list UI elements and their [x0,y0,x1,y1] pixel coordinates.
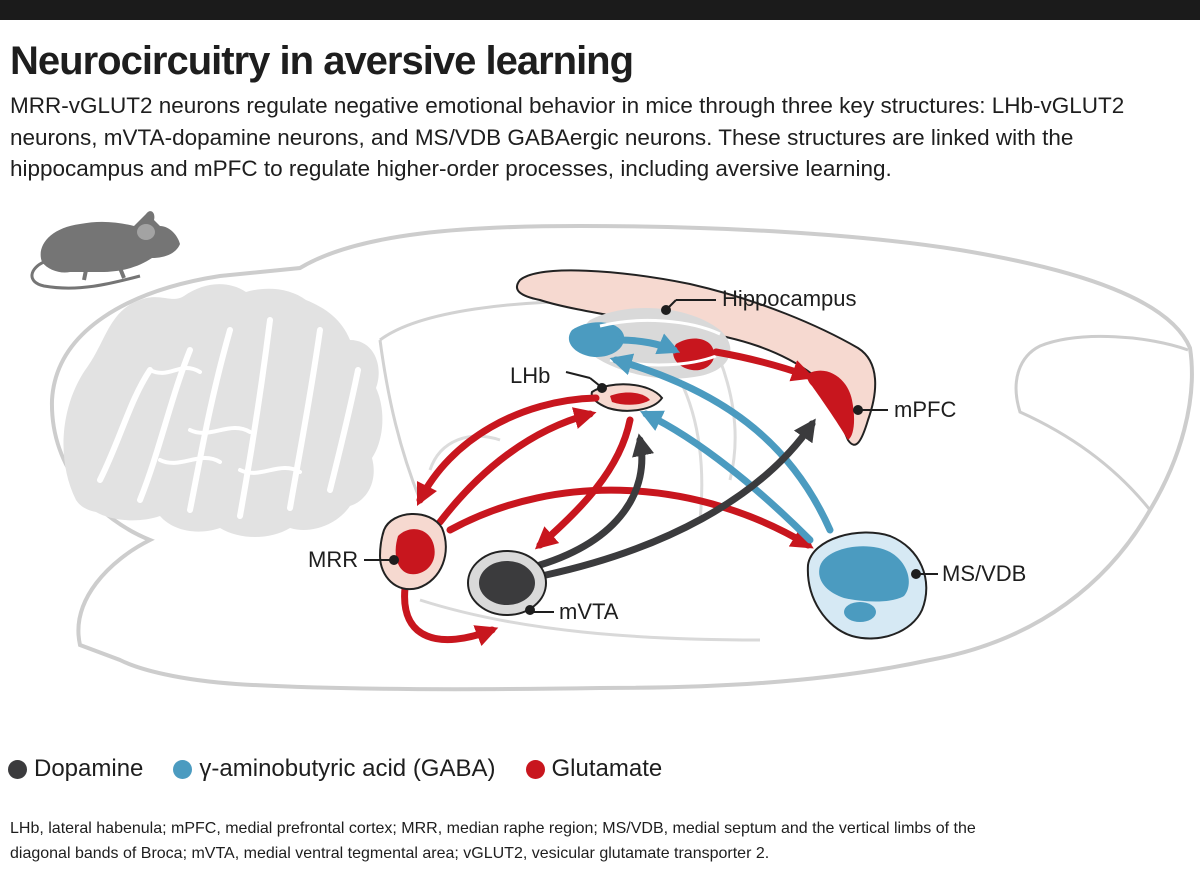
subtitle-line: MRR-vGLUT2 neurons regulate negative emo… [10,90,1190,122]
msvdb-structure [808,533,926,639]
footnote-line: diagonal bands of Broca; mVTA, medial ve… [10,841,1190,866]
cerebellum [64,284,383,537]
legend-label: Glutamate [552,755,663,783]
label-hippocampus: Hippocampus [722,286,857,311]
legend-label: γ-aminobutyric acid (GABA) [199,755,495,783]
gaba-swatch [173,760,192,779]
glutamate-swatch [526,760,545,779]
legend-item-dopamine: Dopamine [8,755,143,783]
arrow-mvta-to-lhb [540,440,642,565]
subtitle-line: neurons, mVTA-dopamine neurons, and MS/V… [10,122,1190,154]
arrow-msvdb-to-lhb [646,414,810,540]
label-mrr: MRR [308,547,358,572]
mvta-structure [468,551,546,615]
label-mpfc: mPFC [894,397,956,422]
mouse-icon [32,211,180,288]
neurocircuitry-diagram: Hippocampus LHb mPFC MRR mVTA MS/VDB [0,195,1200,740]
dopamine-swatch [8,760,27,779]
subtitle-line: hippocampus and mPFC to regulate higher-… [10,153,1190,185]
legend-label: Dopamine [34,755,143,783]
figure-title: Neurocircuitry in aversive learning [10,36,633,86]
top-rule [0,0,1200,20]
arrow-lhb-to-mvta [540,420,630,545]
footnote-line: LHb, lateral habenula; mPFC, medial pref… [10,816,1190,841]
legend-item-gaba: γ-aminobutyric acid (GABA) [173,755,495,783]
mrr-structure [380,514,446,589]
label-mvta: mVTA [559,599,619,624]
label-lhb: LHb [510,363,550,388]
label-msvdb: MS/VDB [942,561,1026,586]
legend: Dopamine γ-aminobutyric acid (GABA) Glut… [8,752,692,786]
legend-item-glutamate: Glutamate [526,755,663,783]
abbreviations-footnote: LHb, lateral habenula; mPFC, medial pref… [10,816,1190,866]
arrow-lhb-to-mrr [420,398,596,500]
figure-subtitle: MRR-vGLUT2 neurons regulate negative emo… [10,90,1190,185]
